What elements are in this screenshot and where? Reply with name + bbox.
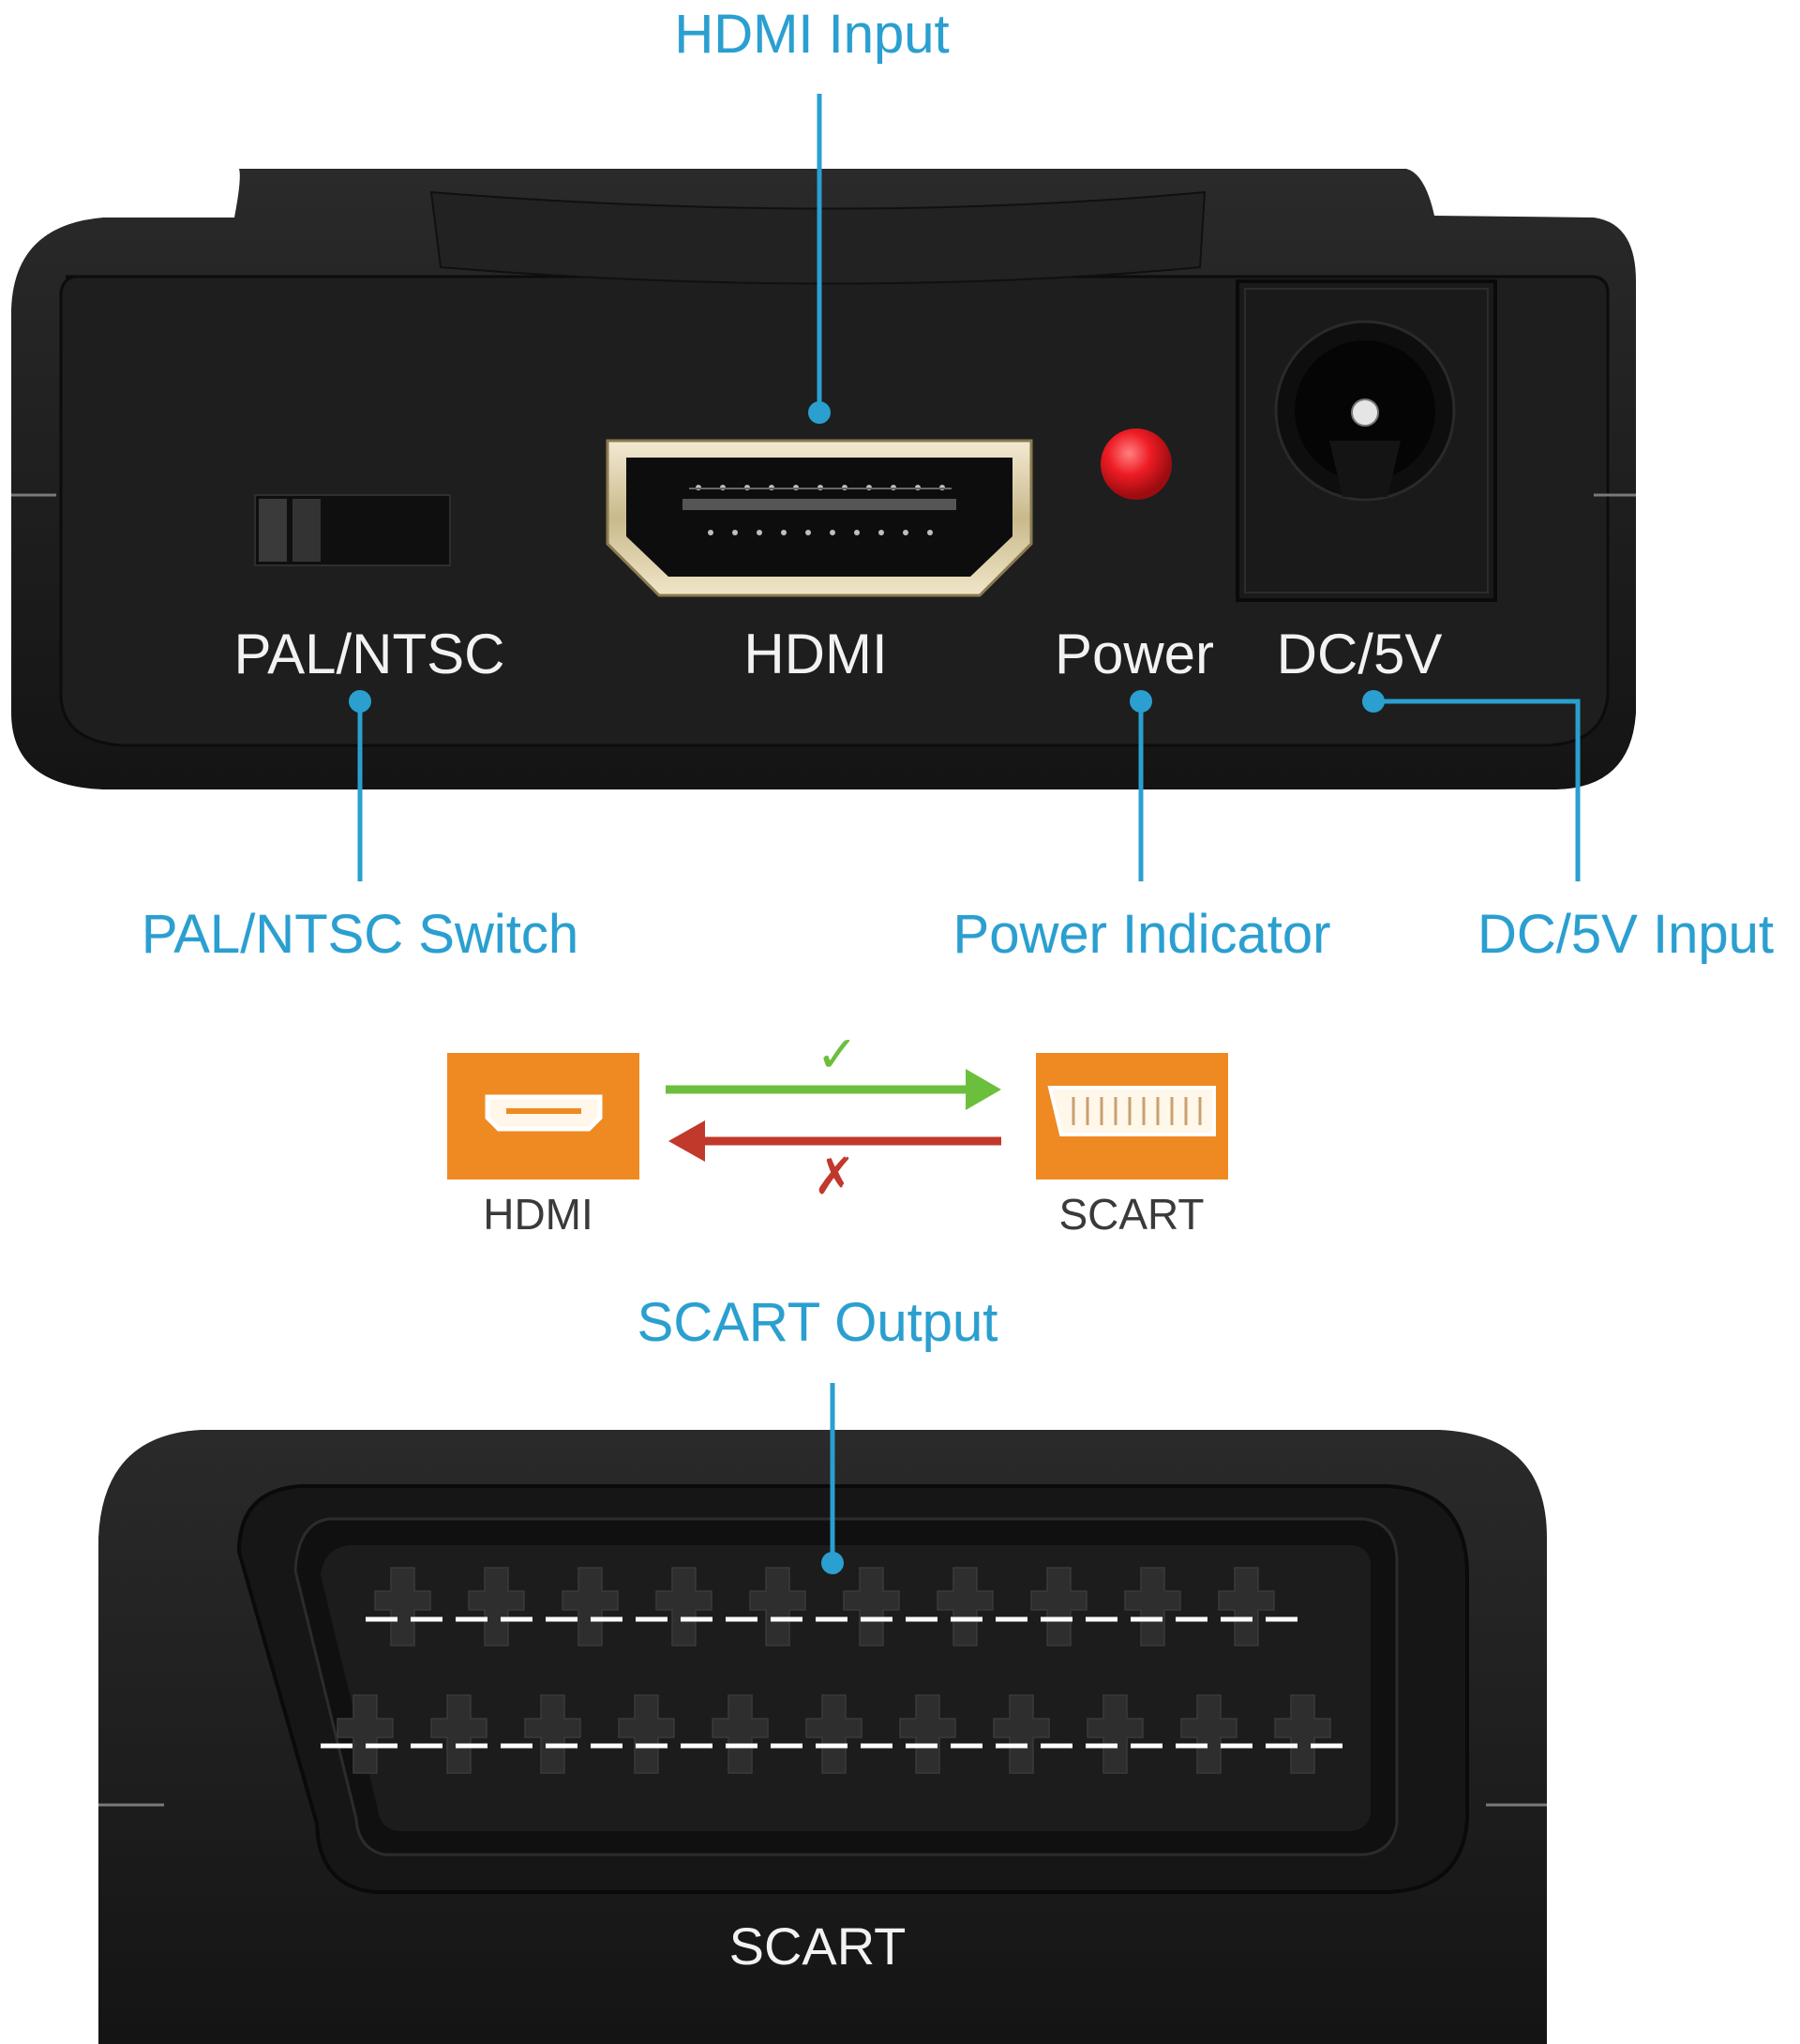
dc-input-dot	[1362, 690, 1385, 713]
dc-jack-icon[interactable]	[1236, 279, 1497, 602]
callout-scart-output: SCART Output	[637, 1292, 998, 1353]
flow-label-hdmi: HDMI	[483, 1190, 593, 1239]
device-label-pal-ntsc: PAL/NTSC	[233, 623, 505, 685]
scart-port-icon[interactable]	[293, 1517, 1399, 1856]
callout-dc-input: DC/5V Input	[1478, 904, 1774, 965]
callout-hdmi-input: HDMI Input	[674, 4, 950, 65]
power-dot	[1130, 690, 1152, 713]
scart-pins	[337, 1567, 1331, 1774]
callout-pal-ntsc-switch: PAL/NTSC Switch	[141, 904, 579, 965]
device-label-hdmi: HDMI	[743, 623, 888, 685]
converter-scart-side	[98, 1430, 1547, 2044]
reverse-cross-icon: ✗	[813, 1149, 856, 1205]
top-callout-lines	[349, 94, 1581, 881]
hdmi-flow-icon	[447, 1053, 639, 1180]
flow-diagram	[447, 1053, 1228, 1180]
hdmi-input-dot	[808, 401, 831, 424]
power-led-icon	[1101, 428, 1172, 500]
forward-arrow	[666, 1069, 1001, 1110]
forward-check-icon: ✓	[816, 1027, 859, 1083]
device-label-scart: SCART	[728, 1916, 907, 1976]
device-label-power: Power	[1054, 623, 1215, 685]
reverse-arrow	[668, 1120, 1001, 1162]
device-label-dc: DC/5V	[1276, 623, 1443, 685]
flow-label-scart: SCART	[1058, 1190, 1205, 1239]
scart-flow-icon	[1036, 1053, 1228, 1180]
hdmi-port-icon[interactable]	[606, 439, 1033, 597]
dc-input-leader	[1373, 699, 1581, 881]
scart-output-callout-line	[821, 1383, 844, 1574]
pal-ntsc-dot	[349, 690, 371, 713]
callout-power-indicator: Power Indicator	[952, 904, 1331, 965]
converter-hdmi-side	[11, 169, 1636, 789]
slide-switch-icon[interactable]	[254, 494, 451, 566]
